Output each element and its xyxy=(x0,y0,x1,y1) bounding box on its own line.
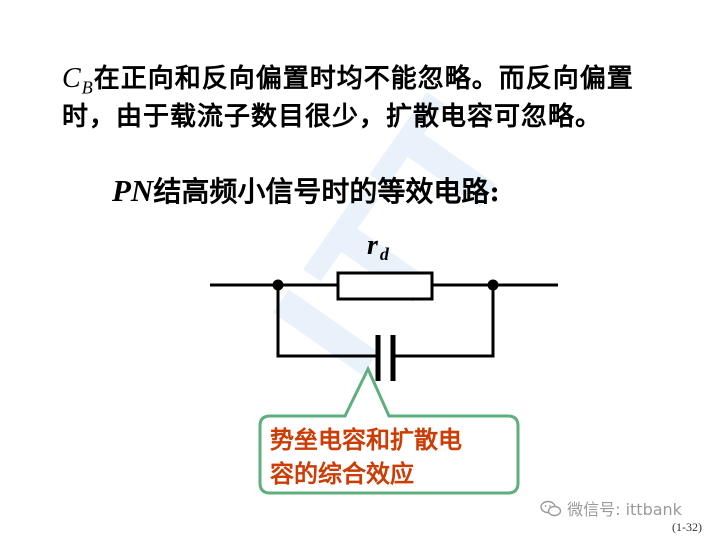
page-number: (1-32) xyxy=(672,520,702,534)
description-line-2: 时，由于载流子数目很少，扩散电容可忽略。 xyxy=(62,102,603,132)
callout-line-2: 容的综合效应 xyxy=(270,459,414,488)
resistor-rd xyxy=(336,271,434,301)
left-branch-wire xyxy=(276,285,376,358)
callout-text: 势垒电容和扩散电 容的综合效应 xyxy=(270,423,510,491)
right-branch-wire xyxy=(394,285,495,358)
wechat-watermark: 微信号: ittbank xyxy=(540,496,682,520)
cb-symbol: CB xyxy=(62,63,94,98)
callout-line-1: 势垒电容和扩散电 xyxy=(270,425,462,454)
circuit-subtitle: PN结高频小信号时的等效电路: xyxy=(112,173,500,208)
callout-bubble xyxy=(258,365,520,495)
description-line-1: CB在正向和反向偏置时均不能忽略。而反向偏置 xyxy=(62,63,634,98)
wechat-id: 微信号: ittbank xyxy=(567,500,682,519)
wechat-icon xyxy=(540,500,562,517)
